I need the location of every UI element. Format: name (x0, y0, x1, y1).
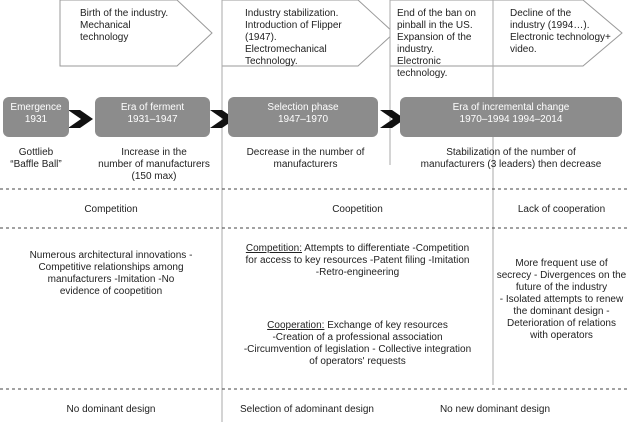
phase-note-1: Gottlieb “Baffle Ball” (10, 147, 62, 170)
phase-name: Era of incremental change (452, 102, 570, 113)
phase-years: 1931 (24, 114, 48, 125)
callout-text-4: Decline of the industry (1994…). Electro… (510, 8, 611, 55)
relation-lack-of-cooperation: Lack of cooperation (517, 204, 606, 215)
design-no-dominant: No dominant design (66, 404, 156, 415)
cooperation-label: Cooperation: (267, 320, 325, 331)
detail-competition: Numerous architectural innovations - Com… (29, 250, 193, 297)
detail-lack-of-cooperation: More frequent use of secrecy - Divergenc… (496, 258, 627, 341)
phase-years: 1947–1970 (277, 114, 329, 125)
callout-text-1: Birth of the industry. Mechanical techno… (80, 8, 169, 43)
callout-text-2: Industry stabilization. Introduction of … (245, 8, 342, 67)
relation-competition: Competition (84, 204, 138, 215)
phase-name: Era of ferment (120, 102, 185, 113)
cooperation-text: Exchange of key resources -Creation of a… (243, 320, 472, 367)
phase-note-3: Decrease in the number of manufacturers (246, 147, 365, 170)
phase-name: Emergence (10, 102, 62, 113)
design-selection: Selection of adominant design (240, 404, 374, 415)
callout-shape-1 (59, 0, 213, 67)
phase-name: Selection phase (267, 102, 339, 113)
phase-years: 1931–1947 (127, 114, 178, 125)
phase-note-2: Increase in the number of manufacturers … (98, 147, 210, 182)
competition-label: Competition: (245, 243, 302, 254)
design-no-new-dominant: No new dominant design (439, 404, 551, 415)
phase-note-4: Stabilization of the number of manufactu… (420, 147, 602, 170)
detail-cooperation-block: Cooperation: Exchange of key resources -… (222, 320, 493, 368)
phase-years: 1970–1994 1994–2014 (459, 114, 563, 125)
relation-coopetition: Coopetition (332, 204, 383, 215)
arrow-1 (68, 110, 93, 128)
competition-text: Attempts to differentiate -Competition f… (245, 243, 470, 278)
callout-text-3: End of the ban on pinball in the US. Exp… (397, 8, 476, 79)
detail-competition-block: Competition: Attempts to differentiate -… (222, 243, 493, 279)
